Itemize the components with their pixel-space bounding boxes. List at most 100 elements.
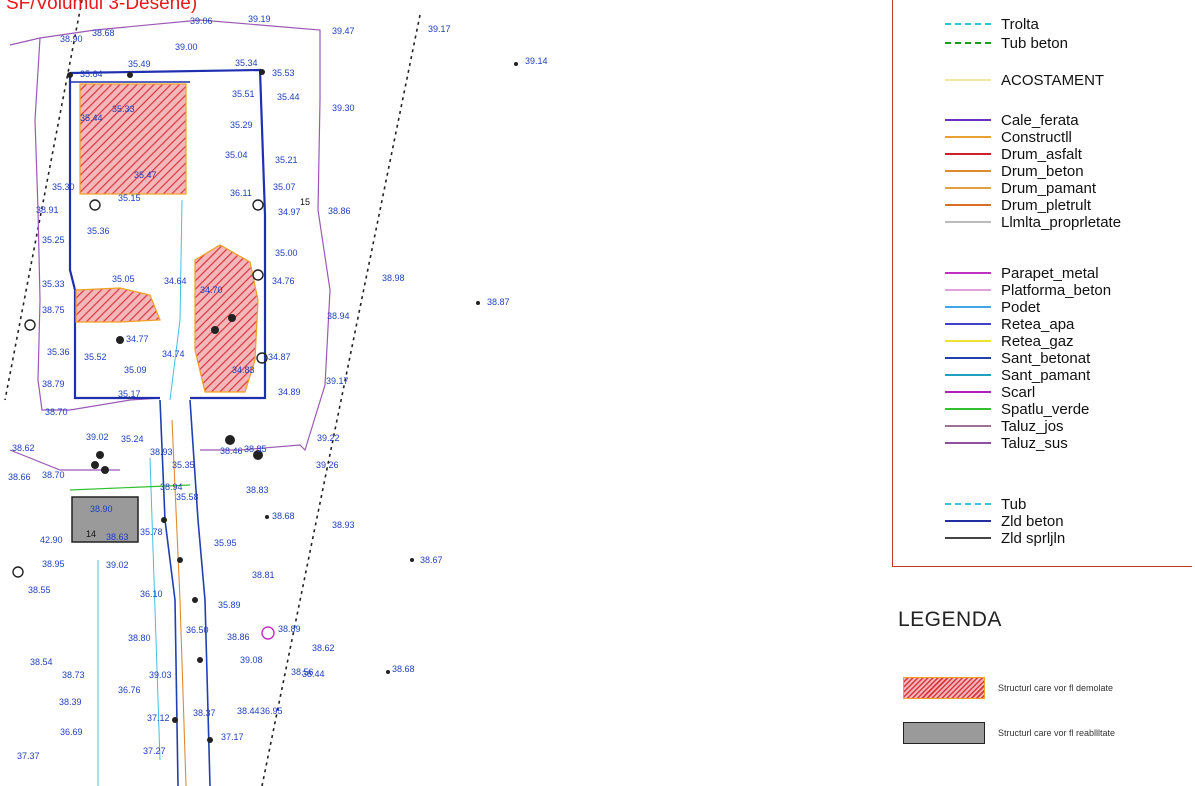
elevation-label: 38.95 — [42, 559, 65, 569]
legend-line-label: Drum_pamant — [1001, 179, 1097, 197]
elevation-label: 39.22 — [317, 433, 340, 443]
legend-line-swatch — [945, 23, 991, 25]
elevation-label: 38.75 — [42, 305, 65, 315]
elevation-label: 38.63 — [106, 532, 129, 542]
elevation-label: 38.44 — [302, 669, 325, 679]
elevation-label: 35.95 — [214, 538, 237, 548]
elevation-label: 35.34 — [235, 58, 258, 68]
elevation-label: 34.83 — [232, 365, 255, 375]
legend-line-swatch — [945, 520, 991, 522]
drawing-reference-caption: SF/Volumul 3-Desene) — [6, 0, 198, 14]
legend-line-label: Constructll — [1001, 128, 1072, 146]
elevation-label: 37.12 — [147, 713, 170, 723]
elevation-label: 35.78 — [140, 527, 163, 537]
elevation-label: 35.44 — [80, 113, 103, 123]
legend-line-label: Scarl — [1001, 383, 1036, 401]
elevation-label: 35.35 — [172, 460, 195, 470]
elevation-label: 35.09 — [124, 365, 147, 375]
elevation-label: 39.17 — [326, 376, 349, 386]
legend-line-swatch — [945, 340, 991, 342]
elevation-label: 39.47 — [332, 26, 355, 36]
elevation-label: 39.02 — [86, 432, 109, 442]
elevation-label: 42.90 — [40, 535, 63, 545]
legend-row: Retea_apa — [945, 316, 1074, 332]
railway-line-right — [261, 14, 421, 786]
legend-line-label: Retea_apa — [1001, 315, 1075, 333]
legend-line-swatch — [945, 323, 991, 325]
legend-row: Zld sprljln — [945, 530, 1065, 546]
elevation-label: 39.17 — [428, 24, 451, 34]
legend-line-swatch — [945, 425, 991, 427]
legend-line-swatch — [945, 374, 991, 376]
elevation-label: 38.70 — [45, 407, 68, 417]
legend-frame — [892, 0, 1192, 567]
railway-line-left — [4, 0, 83, 401]
elevation-label: 38.81 — [252, 570, 275, 580]
legend-line-swatch — [945, 391, 991, 393]
elevation-label: 35.05 — [112, 274, 135, 284]
elevation-label: 35.36 — [87, 226, 110, 236]
legend-line-swatch — [945, 187, 991, 189]
elevation-label: 37.27 — [143, 746, 166, 756]
elevation-label: 36.69 — [60, 727, 83, 737]
elevation-label: 38.55 — [28, 585, 51, 595]
elevation-label: 35.49 — [128, 59, 151, 69]
elevation-label: 39.26 — [316, 460, 339, 470]
legend-line-label: Spatlu_verde — [1001, 400, 1090, 418]
elevation-label: 39.30 — [332, 103, 355, 113]
elevation-label: 34.76 — [272, 276, 295, 286]
legend-line-label: Tub beton — [1001, 34, 1068, 52]
legend-line-swatch — [945, 537, 991, 539]
elevation-label: 39.08 — [240, 655, 263, 665]
elevation-label: 39.19 — [248, 14, 271, 24]
legend-row: Sant_betonat — [945, 350, 1090, 366]
elevation-label: 38.94 — [160, 482, 183, 492]
demolition-areas — [75, 83, 259, 393]
elevation-label: 38.98 — [382, 273, 405, 283]
elevation-label: 39.06 — [190, 16, 213, 26]
elevation-label: 38.62 — [312, 643, 335, 653]
access-road — [69, 199, 211, 786]
legend-row: Parapet_metal — [945, 265, 1099, 281]
elevation-label: 35.29 — [230, 120, 253, 130]
legend-line-swatch — [945, 408, 991, 410]
legend-row: Taluz_sus — [945, 435, 1068, 451]
legend-line-swatch — [945, 79, 991, 81]
rehabilitated-label: Structurl care vor fl reabllltate — [998, 728, 1116, 738]
legend-line-label: Zld sprljln — [1001, 529, 1066, 547]
legend-row: Cale_ferata — [945, 112, 1079, 128]
elevation-label: 35.53 — [272, 68, 295, 78]
elevation-label: 34.97 — [278, 207, 301, 217]
elevation-label: 38.68 — [272, 511, 295, 521]
legend-line-swatch — [945, 170, 991, 172]
elevation-label: 36.95 — [260, 706, 283, 716]
legend-line-swatch — [945, 503, 991, 505]
elevation-label: 36.50 — [186, 625, 209, 635]
elevation-label: 34.64 — [164, 276, 187, 286]
elevation-label: 38.85 — [244, 444, 267, 454]
elevation-label: 38.94 — [327, 311, 350, 321]
point-number: 15 — [300, 197, 310, 207]
elevation-label: 38.39 — [59, 697, 82, 707]
elevation-label: 38.87 — [487, 297, 510, 307]
legend-line-swatch — [945, 306, 991, 308]
legend-line-swatch — [945, 119, 991, 121]
legend-row: Trolta — [945, 16, 1039, 32]
elevation-label: 35.15 — [118, 193, 141, 203]
legend-line-swatch — [945, 204, 991, 206]
point-number: 14 — [86, 529, 96, 539]
demolished-label: Structurl care vor fl demolate — [998, 683, 1114, 693]
elevation-label: 35.00 — [275, 248, 298, 258]
elevation-label: 37.17 — [221, 732, 244, 742]
legend-line-label: Parapet_metal — [1001, 264, 1099, 282]
elevation-label: 35.36 — [47, 347, 70, 357]
elevation-label: 34.74 — [162, 349, 185, 359]
elevation-label: 38.73 — [62, 670, 85, 680]
elevation-label: 35.58 — [176, 492, 199, 502]
legend-line-label: Drum_beton — [1001, 162, 1084, 180]
legend-row: Drum_asfalt — [945, 146, 1082, 162]
elevation-label: 35.47 — [134, 170, 157, 180]
legend-line-label: Cale_ferata — [1001, 111, 1079, 129]
demolished-swatch — [903, 677, 985, 699]
